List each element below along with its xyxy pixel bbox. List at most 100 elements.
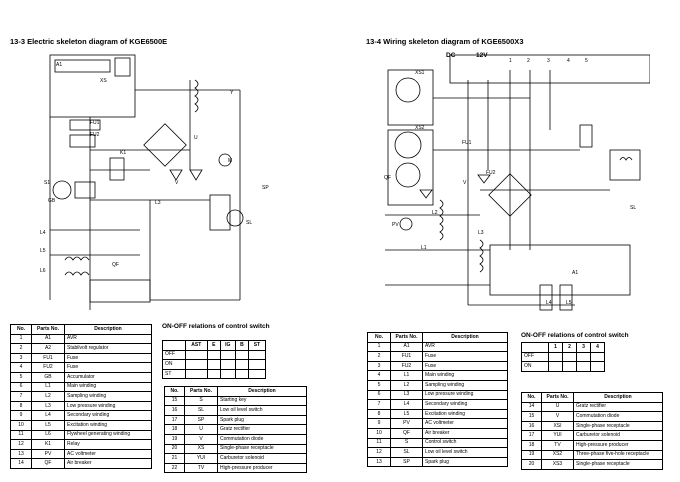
row-no: 1 <box>10 333 32 345</box>
label-fu2-r: FU2 <box>486 170 496 176</box>
row-description: Air breaker <box>64 458 152 469</box>
switch-row: ON <box>162 359 267 370</box>
switch-col: 3 <box>575 342 591 353</box>
label-t2: 2 <box>527 58 530 64</box>
row-description: Three-phase five-hole receptacle <box>573 449 663 461</box>
row-no: 12 <box>10 439 32 450</box>
row-parts-no: L1 <box>31 381 65 393</box>
col-no: No. <box>164 386 185 397</box>
col-description: Description <box>573 392 663 403</box>
row-description: Single-phase receptacle <box>573 420 663 432</box>
row-no: 20 <box>164 443 185 455</box>
row-no: 13 <box>10 448 32 460</box>
row-description: Low pressure winding <box>64 400 152 412</box>
label-l4: L4 <box>40 230 46 236</box>
row-description: Gratz rectifier <box>573 401 663 413</box>
row-no: 8 <box>367 408 391 420</box>
label-s1: S1 <box>44 180 51 186</box>
row-no: 3 <box>367 360 391 372</box>
switch-cell <box>589 361 606 372</box>
switch-row-label: OFF <box>521 351 549 363</box>
row-no: 4 <box>10 362 32 373</box>
label-pv-r: PV <box>392 222 399 228</box>
label-l1-r: L1 <box>421 245 427 251</box>
label-l3-r: L3 <box>478 230 484 236</box>
row-description: Accumulator <box>64 371 152 383</box>
row-parts-no: XSI <box>541 420 574 432</box>
row-description: Flywheel generating winding <box>64 429 152 441</box>
right-wiring-schematic <box>385 54 650 311</box>
row-description: Carburetor solenoid <box>217 453 307 464</box>
row-parts-no: QF <box>31 458 65 469</box>
switch-row: ON <box>521 361 606 372</box>
label-l5: L5 <box>40 248 46 254</box>
row-no: 15 <box>521 411 542 422</box>
col-parts-no: Parts No. <box>31 324 65 335</box>
row-parts-no: FU2 <box>31 362 65 373</box>
switch-corner <box>521 342 549 353</box>
label-xs1: XS1 <box>415 70 425 76</box>
row-no: 5 <box>367 379 391 391</box>
row-parts-no: XS3 <box>541 459 574 470</box>
row-no: 20 <box>521 459 542 470</box>
row-no: 9 <box>367 418 391 429</box>
switch-col: E <box>207 340 221 351</box>
label-m: M <box>228 158 233 164</box>
label-v: V <box>175 180 179 186</box>
row-no: 11 <box>367 437 391 449</box>
row-description: Low oil level switch <box>422 447 508 458</box>
row-parts-no: A1 <box>390 341 423 353</box>
row-no: 2 <box>367 351 391 362</box>
col-parts-no: Parts No. <box>390 332 423 343</box>
row-description: Single-phase receptacle <box>573 459 663 470</box>
row-no: 3 <box>10 352 32 364</box>
switch-row: OFF <box>162 349 267 361</box>
row-no: 7 <box>367 399 391 410</box>
row-description: Fuse <box>422 360 508 372</box>
row-no: 2 <box>10 343 32 354</box>
switch-cell <box>219 349 236 361</box>
switch-cell <box>575 361 591 372</box>
row-description: Fuse <box>64 362 152 373</box>
row-description: Main winding <box>422 370 508 381</box>
switch-cell <box>561 361 577 372</box>
switch-cell <box>234 349 249 361</box>
row-parts-no: XS2 <box>541 449 574 461</box>
row-description: Gratz rectifier <box>217 424 307 435</box>
row-no: 16 <box>521 420 542 432</box>
switch-cell <box>247 368 267 380</box>
row-no: 14 <box>521 401 542 413</box>
label-l6: L6 <box>40 268 46 274</box>
row-no: 6 <box>10 381 32 393</box>
row-parts-no: A2 <box>31 343 65 354</box>
row-parts-no: GB <box>31 371 65 383</box>
switch-cell <box>184 349 208 361</box>
row-parts-no: K1 <box>31 439 65 450</box>
row-description: Secondary winding <box>422 399 508 410</box>
row-description: Starting key <box>217 395 307 407</box>
row-no: 12 <box>367 447 391 458</box>
row-parts-no: SL <box>184 405 218 416</box>
col-no: No. <box>10 324 32 335</box>
label-fu2: FU2 <box>90 132 100 138</box>
row-description: Single-phase receptacle <box>217 443 307 455</box>
switch-row-label: OFF <box>162 349 186 361</box>
row-parts-no: YUI <box>541 430 574 441</box>
label-dc: DC <box>446 52 456 59</box>
